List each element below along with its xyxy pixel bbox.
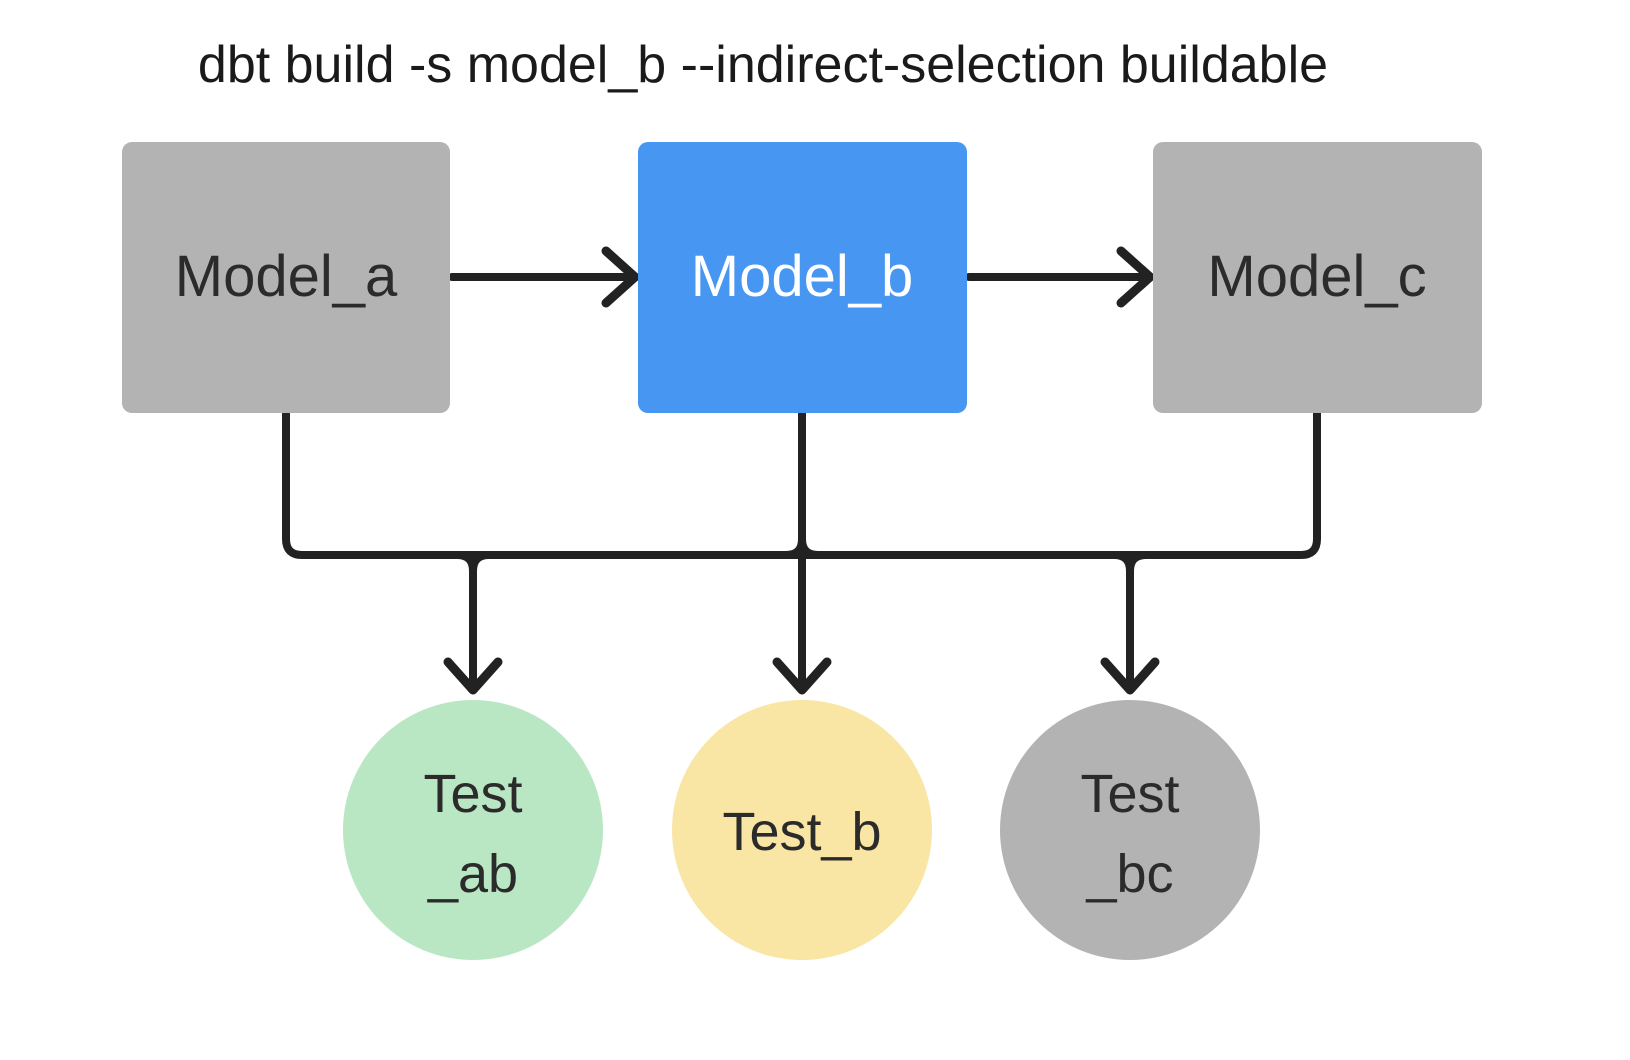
- test-ab-circle: [343, 700, 603, 960]
- diagram-title: dbt build -s model_b --indirect-selectio…: [198, 36, 1328, 94]
- test-ab-label-line2: _ab: [427, 844, 518, 904]
- test-bc-label-line2: _bc: [1085, 844, 1173, 904]
- node-test-b: Test_b: [672, 700, 932, 960]
- model-c-box: [1153, 142, 1482, 413]
- test-b-label: Test_b: [722, 802, 881, 862]
- arrowhead-right-icon: [1116, 246, 1155, 308]
- model-c-label: Model_c: [1207, 244, 1426, 309]
- test-bc-circle: [1000, 700, 1260, 960]
- arrowhead-down-icon: [443, 657, 503, 695]
- edge-model-b-to-model-c: [965, 246, 1155, 308]
- edge-bus-models-to-tests: [282, 408, 1321, 695]
- model-a-label: Model_a: [175, 244, 398, 309]
- edge-fillet: [798, 535, 822, 559]
- node-test-bc: Test _bc: [1000, 700, 1260, 960]
- test-bc-label-line1: Test: [1080, 764, 1179, 824]
- model-b-box: [638, 142, 967, 413]
- test-b-circle: [672, 700, 932, 960]
- edge-model-a-to-model-b: [448, 246, 640, 308]
- arrowhead-right-icon: [601, 246, 640, 308]
- model-b-label: Model_b: [691, 244, 913, 309]
- node-model-a: Model_a: [122, 142, 450, 413]
- node-test-ab: Test _ab: [343, 700, 603, 960]
- arrowhead-down-icon: [1100, 657, 1160, 695]
- test-ab-label-line1: Test: [423, 764, 522, 824]
- model-a-box: [122, 142, 450, 413]
- arrowhead-down-icon: [772, 657, 832, 695]
- node-model-c: Model_c: [1153, 142, 1482, 413]
- node-model-b: Model_b: [638, 142, 967, 413]
